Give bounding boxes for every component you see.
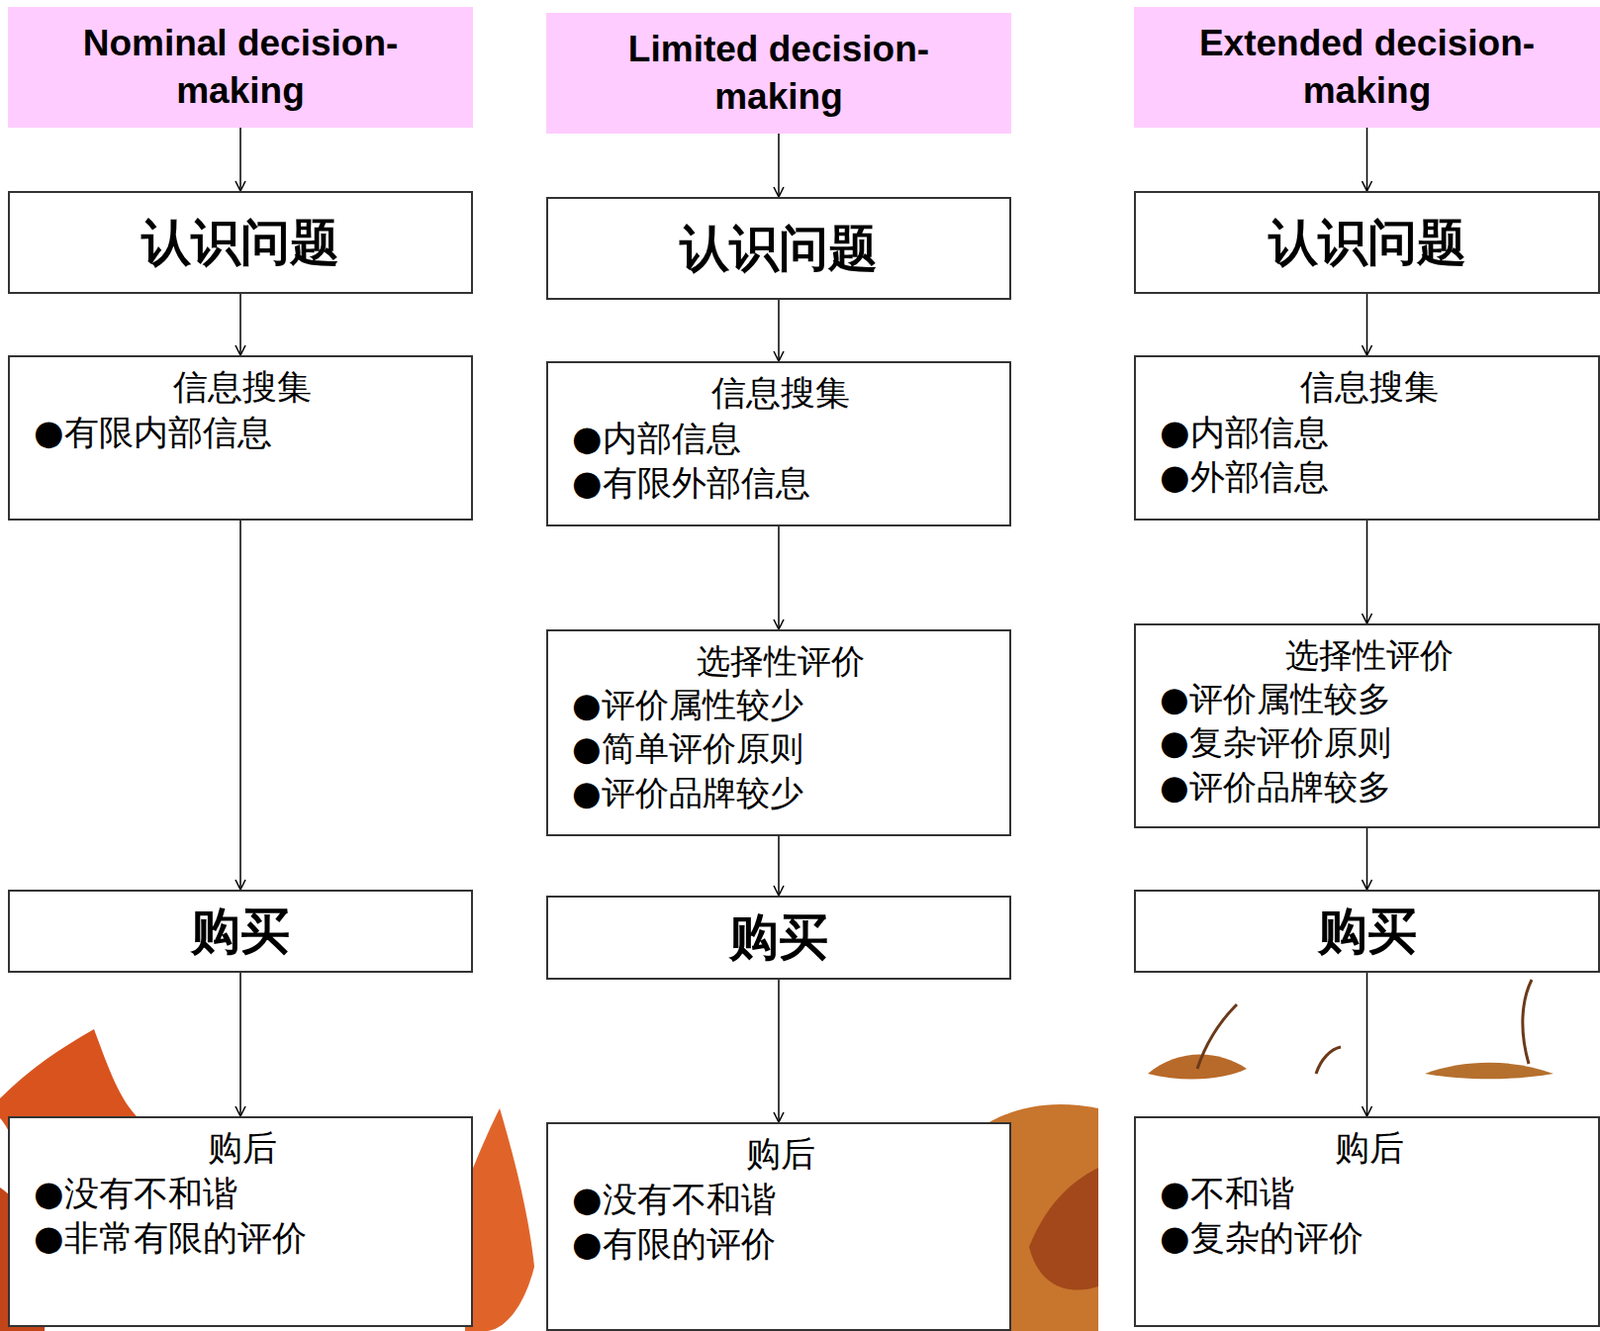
model-header: Extended decision- making [1133,6,1600,128]
flow-arrow [239,293,242,356]
box-heading: Limited decision- making [546,25,1012,121]
flow-arrow [239,127,242,191]
bullet-item: ●没有不和谐 [571,1177,990,1224]
box-heading: 认识问题 [1268,209,1467,277]
flow-arrow [1366,127,1369,191]
box-heading: 认识问题 [141,209,340,277]
stage-box: 购买 [1133,889,1600,973]
flow-arrow [777,836,780,896]
box-heading: Nominal decision- making [7,19,473,115]
stage-detail-box: 购后●没有不和谐●有限的评价 [546,1122,1012,1331]
bullet-item: ●非常有限的评价 [33,1216,452,1262]
bullet-item: ●有限的评价 [571,1222,990,1268]
flow-arrow [239,972,242,1117]
box-heading: 购后 [1159,1126,1579,1172]
bullet-item: ●有限内部信息 [33,410,452,457]
flow-arrow [777,979,780,1123]
stage-detail-box: 信息搜集●内部信息●外部信息 [1133,355,1600,521]
stage-detail-box: 购后●没有不和谐●非常有限的评价 [7,1116,473,1327]
stage-detail-box: 信息搜集●内部信息●有限外部信息 [546,361,1012,527]
box-heading: Extended decision- making [1133,19,1600,115]
bullet-item: ●评价属性较多 [1159,676,1579,721]
stage-detail-box: 购后●不和谐●复杂的评价 [1133,1116,1600,1327]
stage-detail-box: 信息搜集●有限内部信息 [7,355,473,521]
box-heading: 购后 [33,1126,452,1172]
flow-arrow [777,299,780,362]
box-heading: 选择性评价 [1159,633,1579,677]
bullet-item: ●内部信息 [571,416,990,463]
bullet-item: ●内部信息 [1159,410,1579,457]
box-heading: 购买 [190,898,290,965]
box-heading: 购后 [571,1131,990,1178]
bullet-item: ●没有不和谐 [33,1171,452,1218]
bullet-item: ●复杂的评价 [1159,1216,1579,1262]
stage-box: 认识问题 [546,196,1012,300]
bullet-item: ●简单评价原则 [571,726,990,770]
model-header: Limited decision- making [546,12,1012,134]
bullet-item: ●不和谐 [1159,1171,1579,1218]
box-heading: 购买 [1317,898,1417,965]
bullet-item: ●评价属性较少 [571,682,990,727]
stage-box: 购买 [546,895,1012,980]
bullet-item: ●有限外部信息 [571,461,990,507]
flow-arrow [777,133,780,197]
bullet-item: ●评价品牌较少 [571,770,990,815]
bullet-item: ●外部信息 [1159,455,1579,501]
box-heading: 信息搜集 [1159,365,1579,411]
model-header: Nominal decision- making [7,6,473,128]
stage-box: 认识问题 [1133,190,1600,294]
box-heading: 购买 [729,904,829,971]
flow-arrow [1366,520,1369,624]
box-heading: 认识问题 [679,215,878,283]
flow-arrow [239,520,242,890]
flow-arrow [777,526,780,630]
bullet-item: ●评价品牌较多 [1159,764,1579,809]
flow-arrow [1366,293,1369,356]
stage-detail-box: 选择性评价●评价属性较少●简单评价原则●评价品牌较少 [546,629,1012,837]
box-heading: 选择性评价 [571,639,990,683]
stage-detail-box: 选择性评价●评价属性较多●复杂评价原则●评价品牌较多 [1133,623,1600,829]
box-heading: 信息搜集 [33,365,452,411]
box-heading: 信息搜集 [571,371,990,417]
flow-arrow [1366,828,1369,890]
bullet-item: ●复杂评价原则 [1159,720,1579,764]
flow-arrow [1366,972,1369,1117]
stage-box: 购买 [7,889,473,973]
stage-box: 认识问题 [7,190,473,294]
